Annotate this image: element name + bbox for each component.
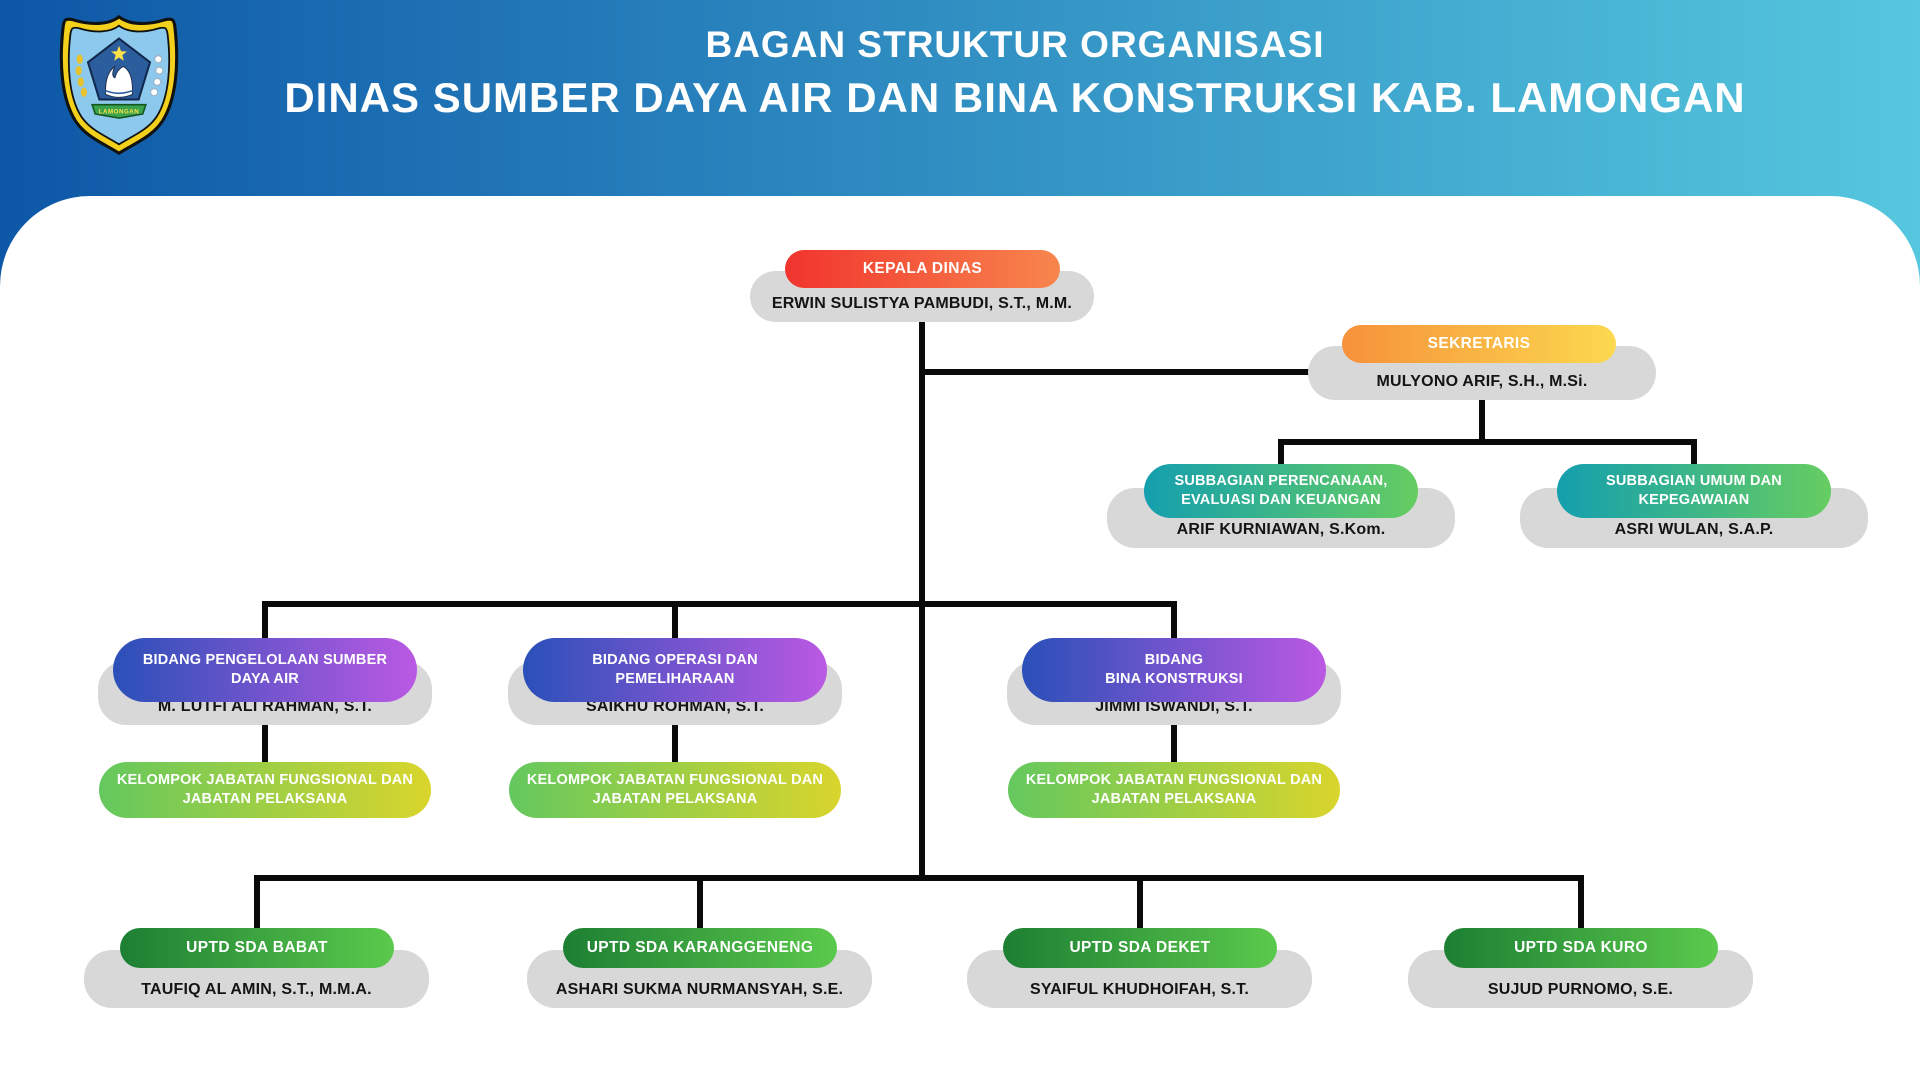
- page-title-line2: DINAS SUMBER DAYA AIR DAN BINA KONSTRUKS…: [284, 74, 1746, 121]
- bidang-psda-title-line1: BIDANG PENGELOLAAN SUMBER: [142, 652, 388, 669]
- uptd-deket-pill: UPTD SDA DEKET: [1003, 928, 1277, 968]
- uptd-kuro-title: UPTD SDA KURO: [1514, 939, 1648, 957]
- subbag-perencanaan-pill: SUBBAGIAN PERENCANAAN, EVALUASI DAN KEUA…: [1144, 464, 1418, 518]
- kelompok-op-line2: JABATAN PELAKSANA: [592, 791, 758, 807]
- kelompok-op-box: KELOMPOK JABATAN FUNGSIONAL DAN JABATAN …: [509, 762, 841, 818]
- lamongan-crest-logo: LAMONGAN: [57, 10, 181, 158]
- bidang-bina-name: JIMMI ISWANDI, S.T.: [1095, 698, 1253, 715]
- uptd-babat-title: UPTD SDA BABAT: [186, 939, 328, 957]
- uptd-karanggeneng-title: UPTD SDA KARANGGENENG: [586, 939, 814, 957]
- bidang-psda-name: M. LUTFI ALI RAHMAN, S.T.: [157, 698, 373, 715]
- subbag-umum-pill: SUBBAGIAN UMUM DAN KEPEGAWAIAN: [1557, 464, 1831, 518]
- logo-banner-text: LAMONGAN: [99, 108, 140, 115]
- uptd-deket-name: SYAIFUL KHUDHOIFAH, S.T.: [1029, 981, 1250, 998]
- uptd-karanggeneng-name: ASHARI SUKMA NURMANSYAH, S.E.: [555, 981, 844, 998]
- bidang-bina-title-line1: BIDANG: [1144, 652, 1204, 669]
- uptd-kuro-pill: UPTD SDA KURO: [1444, 928, 1718, 968]
- bidang-op-pill: BIDANG OPERASI DAN PEMELIHARAAN: [523, 638, 827, 702]
- bidang-bina-pill: BIDANG BINA KONSTRUKSI: [1022, 638, 1326, 702]
- uptd-babat-pill: UPTD SDA BABAT: [120, 928, 394, 968]
- kelompok-bina-line1: KELOMPOK JABATAN FUNGSIONAL DAN: [1025, 772, 1323, 789]
- uptd-deket-title: UPTD SDA DEKET: [1069, 939, 1211, 957]
- kelompok-bina-line2: JABATAN PELAKSANA: [1091, 791, 1257, 807]
- bidang-bina-title-line2: BINA KONSTRUKSI: [1105, 671, 1243, 687]
- uptd-karanggeneng-pill: UPTD SDA KARANGGENENG: [563, 928, 837, 968]
- bidang-psda-title-line2: DAYA AIR: [231, 671, 299, 687]
- bidang-op-title-line2: PEMELIHARAAN: [615, 671, 735, 687]
- sekretaris-name: MULYONO ARIF, S.H., M.Si.: [1376, 373, 1588, 390]
- bidang-op-name: SAIKHU ROHMAN, S.T.: [585, 698, 765, 715]
- subbag-perencanaan-name: ARIF KURNIAWAN, S.Kom.: [1176, 521, 1386, 538]
- sekretaris-pill: SEKRETARIS: [1342, 325, 1616, 363]
- page-title-line1: BAGAN STRUKTUR ORGANISASI: [705, 24, 1325, 65]
- bidang-psda-pill: BIDANG PENGELOLAAN SUMBER DAYA AIR: [113, 638, 417, 702]
- kelompok-op-line1: KELOMPOK JABATAN FUNGSIONAL DAN: [526, 772, 824, 789]
- kepala-dinas-title: KEPALA DINAS: [862, 260, 983, 278]
- bidang-op-title-line1: BIDANG OPERASI DAN: [592, 652, 758, 669]
- kelompok-psda-line1: KELOMPOK JABATAN FUNGSIONAL DAN: [116, 772, 414, 789]
- subbag-perencanaan-title-line2: EVALUASI DAN KEUANGAN: [1181, 492, 1381, 508]
- kelompok-psda-line2: JABATAN PELAKSANA: [182, 791, 348, 807]
- kepala-dinas-pill: KEPALA DINAS: [785, 250, 1060, 288]
- uptd-kuro-name: SUJUD PURNOMO, S.E.: [1487, 981, 1674, 998]
- kepala-dinas-name: ERWIN SULISTYA PAMBUDI, S.T., M.M.: [771, 295, 1073, 312]
- kelompok-psda-box: KELOMPOK JABATAN FUNGSIONAL DAN JABATAN …: [99, 762, 431, 818]
- subbag-umum-name: ASRI WULAN, S.A.P.: [1614, 521, 1774, 538]
- sekretaris-title: SEKRETARIS: [1427, 335, 1531, 353]
- subbag-perencanaan-title-line1: SUBBAGIAN PERENCANAAN,: [1174, 473, 1388, 490]
- uptd-babat-name: TAUFIQ AL AMIN, S.T., M.M.A.: [141, 981, 372, 998]
- subbag-umum-title-line2: KEPEGAWAIAN: [1638, 492, 1750, 508]
- kelompok-bina-box: KELOMPOK JABATAN FUNGSIONAL DAN JABATAN …: [1008, 762, 1340, 818]
- subbag-umum-title-line1: SUBBAGIAN UMUM DAN: [1606, 473, 1782, 490]
